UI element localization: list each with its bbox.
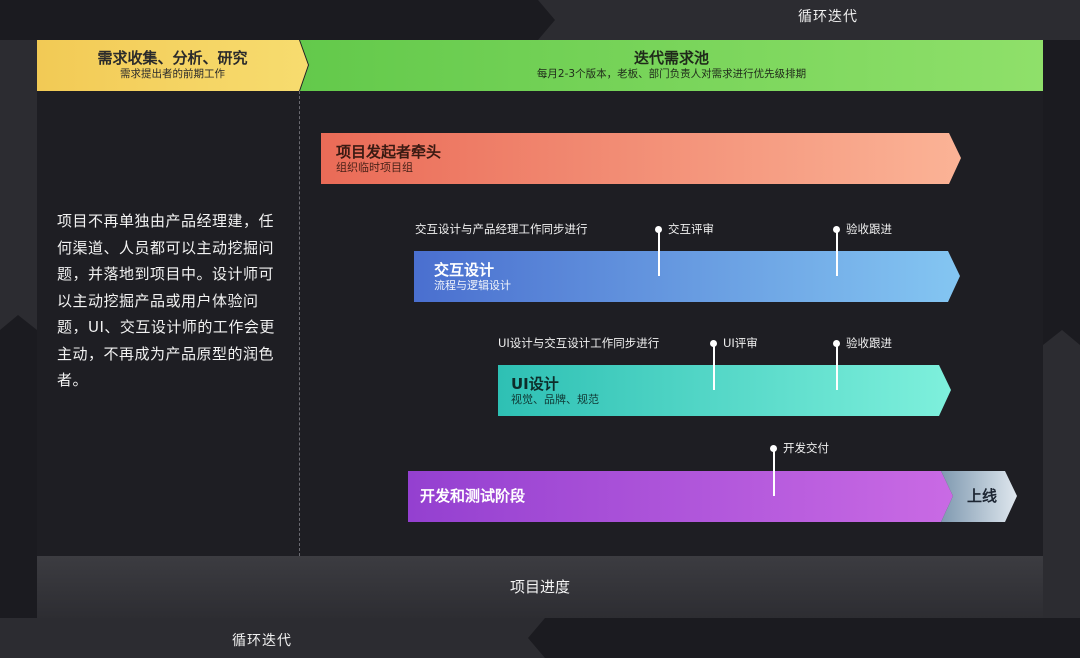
ui-bar: UI设计 视觉、品牌、规范 (498, 365, 951, 416)
launch-title: 上线 (966, 487, 997, 505)
pool-title: 迭代需求池 (633, 49, 709, 67)
ixd-bar: 交互设计 流程与逻辑设计 (414, 251, 960, 302)
ui-review-label: UI评审 (723, 336, 758, 350)
dev-deliver-line (773, 448, 775, 496)
ui-accept-line (836, 343, 838, 390)
pool-subtitle: 每月2-3个版本，老板、部门负责人对需求进行优先级排期 (536, 68, 807, 80)
ixd-review-label: 交互评审 (668, 222, 714, 236)
collect-title: 需求收集、分析、研究 (97, 49, 248, 67)
loop-arrow-top (0, 0, 555, 40)
initiator-subtitle: 组织临时项目组 (336, 161, 413, 174)
ixd-title: 交互设计 (434, 261, 495, 279)
ui-title: UI设计 (511, 375, 559, 393)
collect-banner: 需求收集、分析、研究 需求提出者的前期工作 (37, 40, 308, 91)
ui-subtitle: 视觉、品牌、规范 (511, 393, 599, 406)
dev-bar: 开发和测试阶段 (408, 471, 953, 522)
collect-subtitle: 需求提出者的前期工作 (120, 68, 225, 80)
loop-label-top: 循环迭代 (798, 9, 858, 25)
loop-arrow-right (1043, 40, 1080, 345)
ixd-accept-line (836, 229, 838, 276)
ui-sync-note: UI设计与交互设计工作同步进行 (498, 336, 660, 350)
ixd-accept-dot (833, 226, 840, 233)
ixd-accept-label: 验收跟进 (846, 222, 892, 236)
initiator-title: 项目发起者牵头 (336, 143, 442, 161)
ixd-subtitle: 流程与逻辑设计 (434, 279, 511, 292)
ui-review-line (713, 343, 715, 390)
dev-title: 开发和测试阶段 (420, 487, 526, 505)
ixd-review-line (658, 229, 660, 276)
dev-deliver-label: 开发交付 (783, 441, 829, 455)
ixd-sync-note: 交互设计与产品经理工作同步进行 (415, 222, 588, 236)
dev-deliver-dot (770, 445, 777, 452)
ui-accept-label: 验收跟进 (846, 336, 892, 350)
progress-label: 项目进度 (509, 578, 570, 596)
ixd-review-dot (655, 226, 662, 233)
progress-band: 项目进度 (37, 556, 1043, 618)
ui-accept-dot (833, 340, 840, 347)
left-description: 项目不再单独由产品经理建，任何渠道、人员都可以主动挖掘问题，并落地到项目中。设计… (57, 212, 275, 389)
loop-arrow-bottom (528, 618, 1080, 658)
ui-review-dot (710, 340, 717, 347)
loop-label-bottom: 循环迭代 (232, 633, 292, 649)
launch-bar: 上线 (941, 471, 1017, 522)
dashed-divider (299, 91, 300, 556)
initiator-bar: 项目发起者牵头 组织临时项目组 (321, 133, 961, 184)
pool-banner: 迭代需求池 每月2-3个版本，老板、部门负责人对需求进行优先级排期 (300, 40, 1043, 91)
loop-arrow-left (0, 315, 37, 618)
